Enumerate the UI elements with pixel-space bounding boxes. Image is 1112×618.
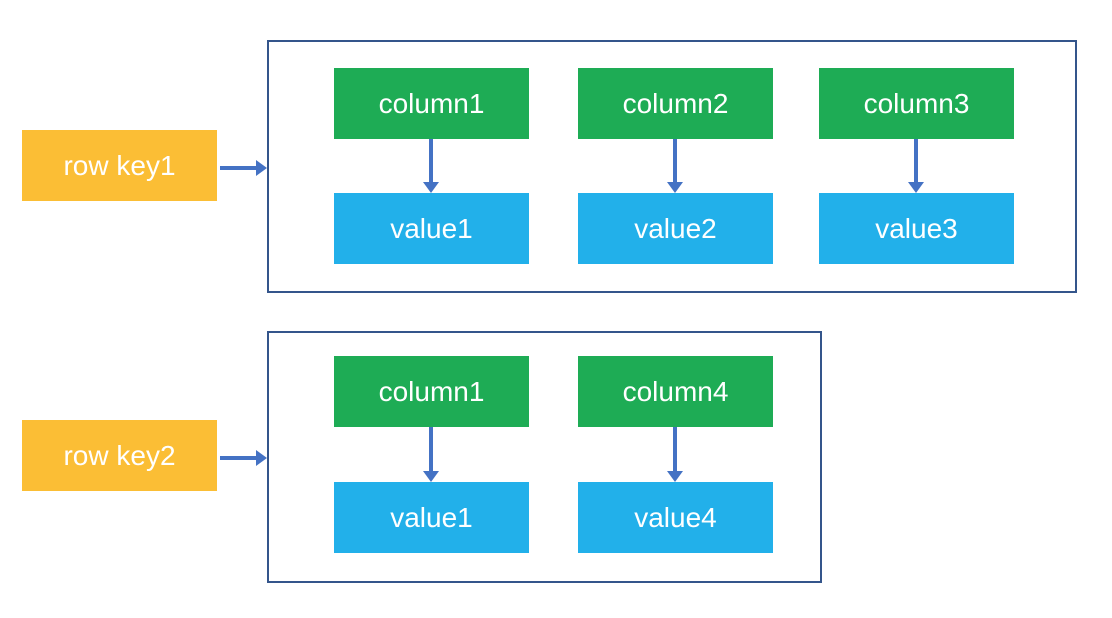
row2-column1-to-value-arrow (429, 427, 433, 471)
row2-column1-box: column1 (334, 356, 529, 427)
row-key-2-label: row key2 (63, 439, 176, 471)
row1-value1-label: value1 (390, 212, 473, 244)
row-key-1-box: row key1 (22, 130, 217, 201)
row1-column3-label: column3 (863, 87, 970, 119)
row1-value2-box: value2 (578, 193, 773, 264)
row2-column4-to-value-arrow (673, 427, 677, 471)
row-2-container (267, 331, 822, 583)
row-key-2-box: row key2 (22, 420, 217, 491)
row2-value1-label: value1 (390, 501, 473, 533)
row1-column2-label: column2 (622, 87, 729, 119)
row2-column4-label: column4 (622, 375, 729, 407)
row1-value3-box: value3 (819, 193, 1014, 264)
row2-value1-box: value1 (334, 482, 529, 553)
row2-value4-box: value4 (578, 482, 773, 553)
row-1-container (267, 40, 1077, 293)
row2-value4-label: value4 (634, 501, 717, 533)
row-key-1-label: row key1 (63, 149, 176, 181)
row1-column1-box: column1 (334, 68, 529, 139)
row1-column1-label: column1 (378, 87, 485, 119)
row-key-2-to-container-arrow (220, 456, 256, 460)
row1-value1-box: value1 (334, 193, 529, 264)
row1-column3-box: column3 (819, 68, 1014, 139)
row2-column4-box: column4 (578, 356, 773, 427)
row1-column2-box: column2 (578, 68, 773, 139)
row1-column2-to-value-arrow (673, 139, 677, 182)
row1-column1-to-value-arrow (429, 139, 433, 182)
row-key-1-to-container-arrow (220, 166, 256, 170)
row1-value3-label: value3 (875, 212, 958, 244)
row1-value2-label: value2 (634, 212, 717, 244)
row2-column1-label: column1 (378, 375, 485, 407)
row1-column3-to-value-arrow (914, 139, 918, 182)
